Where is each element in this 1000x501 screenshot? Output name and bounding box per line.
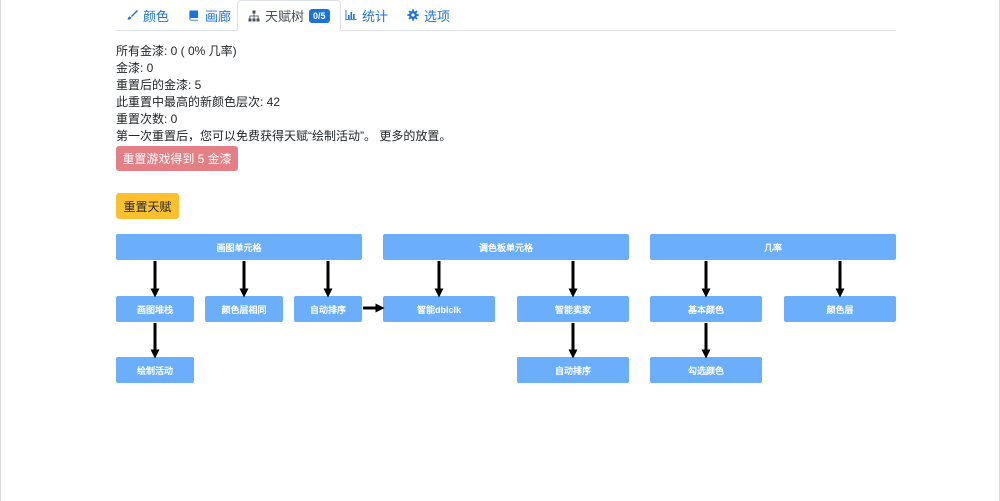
tab-gallery-label: 画廊 xyxy=(205,8,232,24)
tab-options-label: 选项 xyxy=(424,8,451,24)
talent-auto-sort-palette[interactable]: 自动排序 xyxy=(517,357,629,383)
tab-gallery[interactable]: 画廊 xyxy=(188,0,231,30)
talent-same-color-level[interactable]: 颜色层相同 xyxy=(205,296,283,322)
tab-colors-label: 颜色 xyxy=(143,8,170,24)
talent-color-level[interactable]: 颜色层 xyxy=(784,296,896,322)
sitemap-icon xyxy=(248,10,260,21)
tab-colors[interactable]: 颜色 xyxy=(126,0,169,30)
talent-auto-sort[interactable]: 自动排序 xyxy=(294,296,362,322)
tab-talent-tree[interactable]: 天赋树 0/5 xyxy=(237,0,341,31)
total-gold-paint: 所有金漆: 0 ( 0% 几率) xyxy=(116,44,237,58)
tab-statistics-label: 统计 xyxy=(362,8,389,24)
talent-header-chance[interactable]: 几率 xyxy=(650,234,896,260)
talent-header-palette-cells[interactable]: 调色板单元格 xyxy=(383,234,629,260)
reset-game-button[interactable]: 重置游戏得到 5 金漆 xyxy=(116,146,238,171)
gold-paint: 金漆: 0 xyxy=(116,61,154,75)
gear-icon xyxy=(407,9,419,21)
left-border xyxy=(0,0,1,501)
talent-draw-activity[interactable]: 绘制活动 xyxy=(116,357,194,383)
talent-smart-dblclk[interactable]: 智能dblclk xyxy=(383,296,495,322)
tab-options[interactable]: 选项 xyxy=(407,0,450,30)
gold-paint-after-reset: 重置后的金漆: 5 xyxy=(116,78,202,92)
reset-talents-button[interactable]: 重置天赋 xyxy=(116,193,179,219)
bar-chart-icon xyxy=(345,10,357,21)
reset-count: 重置次数: 0 xyxy=(116,112,178,126)
talent-smart-seller[interactable]: 智能卖家 xyxy=(517,296,629,322)
paint-brush-icon xyxy=(127,10,138,20)
talent-header-draw-cells[interactable]: 画图单元格 xyxy=(116,234,362,260)
tab-bar: 颜色 画廊 天赋树 0/5 xyxy=(116,0,896,31)
talent-basic-color[interactable]: 基本颜色 xyxy=(650,296,762,322)
prestige-stats: 所有金漆: 0 ( 0% 几率) 金漆: 0 重置后的金漆: 5 此重置中最高的… xyxy=(116,43,451,145)
book-icon xyxy=(189,10,198,21)
tab-talent-tree-label: 天赋树 xyxy=(265,9,305,24)
talent-count-badge: 0/5 xyxy=(309,8,330,23)
highest-color-level: 此重置中最高的新颜色层次: 42 xyxy=(116,95,281,109)
talent-draw-stack[interactable]: 画图堆栈 xyxy=(116,296,194,322)
tab-statistics[interactable]: 统计 xyxy=(345,0,388,30)
talent-check-color[interactable]: 勾选颜色 xyxy=(650,357,762,383)
first-reset-hint: 第一次重置后，您可以免费获得天赋“绘制活动”。 更多的放置。 xyxy=(116,129,452,143)
